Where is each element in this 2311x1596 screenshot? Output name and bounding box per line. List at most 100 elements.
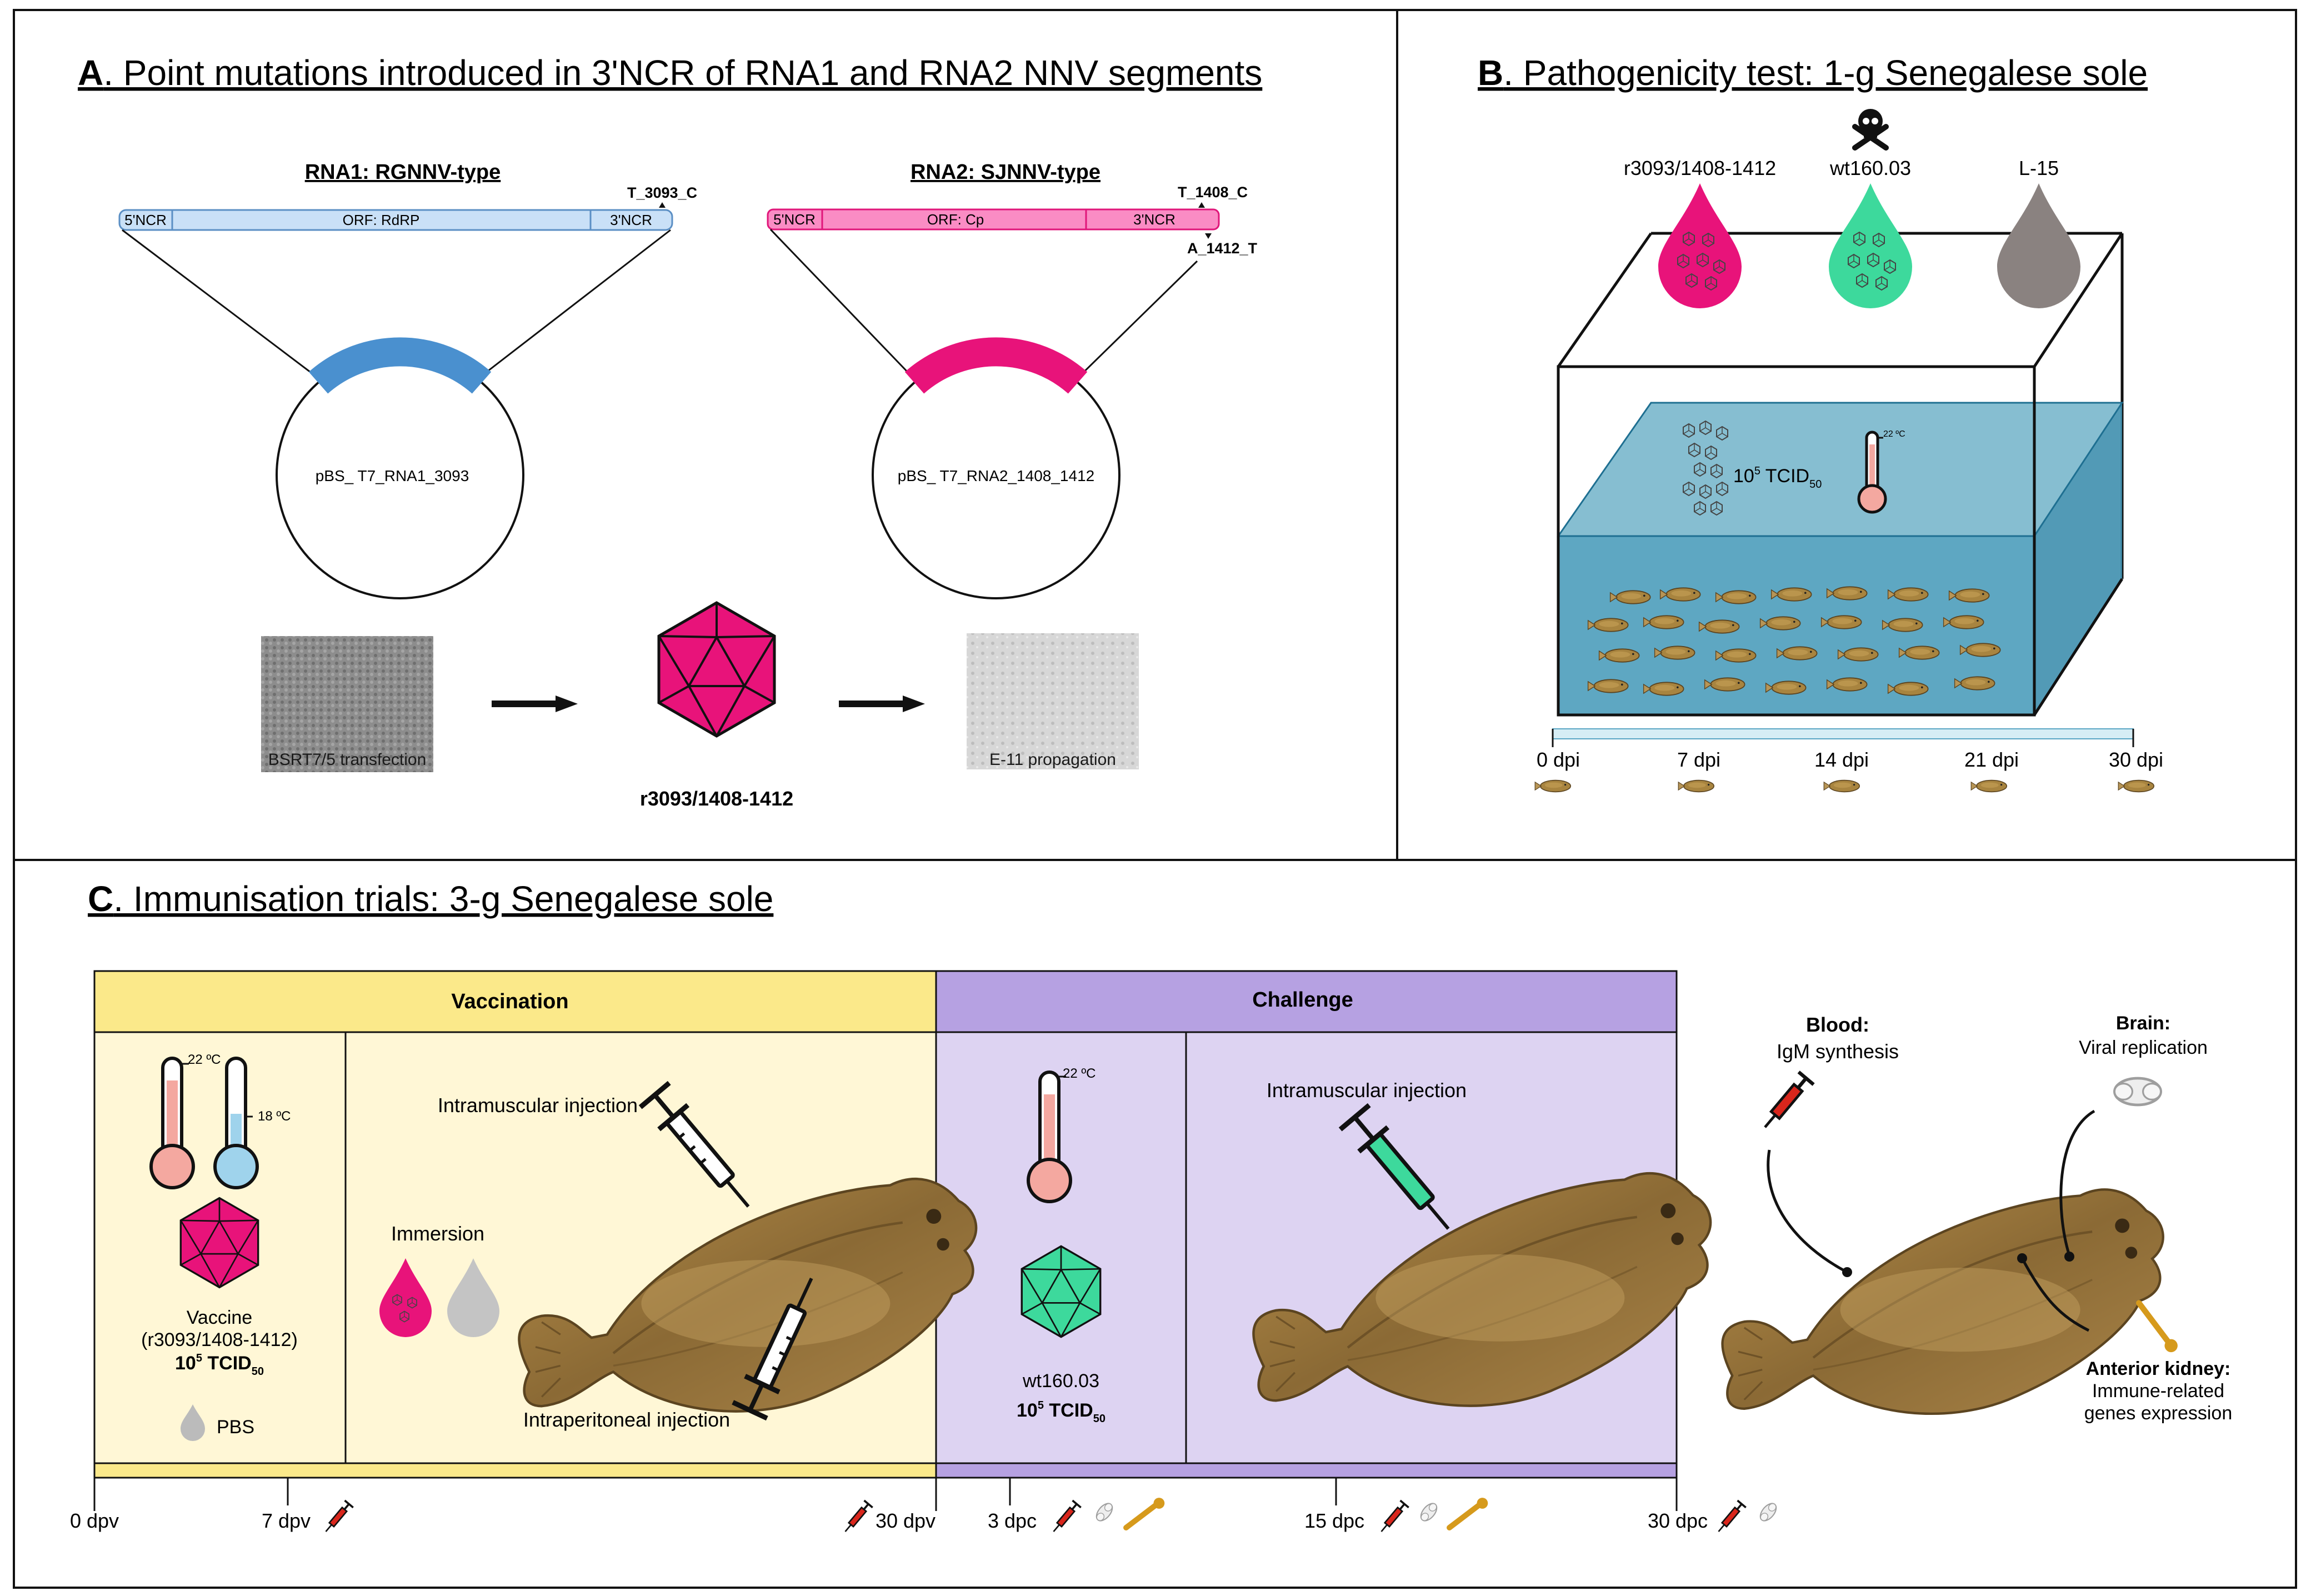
immersion-pbs-drop xyxy=(447,1258,499,1337)
tl-30-dpv: 30 dpv xyxy=(876,1509,936,1532)
kidney-pointer-line xyxy=(2020,1257,2090,1332)
rna2-mutation-top: T_1408_C xyxy=(1178,184,1248,201)
vaccination-title: Vaccination xyxy=(451,990,568,1013)
kidney-desc-1: Immune-related xyxy=(2092,1380,2224,1402)
blood-pointer-line xyxy=(1767,1149,1848,1274)
vacc-ip-label: Intraperitoneal injection xyxy=(523,1408,730,1431)
virus-label: r3093/1408-1412 xyxy=(640,787,793,810)
dpi-fish-14 xyxy=(1823,779,1860,793)
dpi-fish-30 xyxy=(2118,779,2154,793)
temp-22-label: 22 ºC xyxy=(188,1052,221,1067)
rna2-genome-bar xyxy=(767,208,1220,231)
vaccine-strain: (r3093/1408-1412) xyxy=(141,1329,298,1350)
rna2-5ncr: 5'NCR xyxy=(773,211,816,228)
tank-temp: 22 ºC xyxy=(1883,429,1905,439)
water-dose: 105 TCID50 xyxy=(1733,465,1822,491)
tl-syringe-3dpc xyxy=(1048,1499,1082,1537)
drop-label-2: wt160.03 xyxy=(1829,157,1911,179)
vacc-im-label: Intramuscular injection xyxy=(438,1094,638,1117)
rna1-3ncr: 3'NCR xyxy=(610,212,652,228)
drop-label-1: r3093/1408-1412 xyxy=(1624,157,1776,179)
dpi-14: 14 dpi xyxy=(1814,748,1869,771)
challenge-virus-label: wt160.03 xyxy=(1022,1370,1099,1392)
tl-0-dpv: 0 dpv xyxy=(70,1509,119,1532)
rna1-plasmid-label: pBS_ T7_RNA1_3093 xyxy=(316,467,469,484)
immersion-label: Immersion xyxy=(391,1222,484,1245)
rna1-5ncr: 5'NCR xyxy=(124,212,167,228)
dpi-fish-0 xyxy=(1534,779,1571,793)
brain-icon xyxy=(2114,1078,2160,1105)
challenge-dose: 105 TCID50 xyxy=(1017,1399,1106,1425)
drop-virus-green xyxy=(1829,183,1912,308)
blood-title: Blood: xyxy=(1806,1013,1869,1036)
tl-syringe-30dpc xyxy=(1713,1499,1747,1537)
tl-syringe-7dpv xyxy=(321,1499,354,1537)
dpi-fish-21 xyxy=(1970,779,2007,793)
vaccination-header xyxy=(93,970,937,1033)
rna1-zoom-line-left xyxy=(122,229,329,387)
panel-c-title: C. Immunisation trials: 3-g Senegalese s… xyxy=(88,879,773,919)
brain-title: Brain: xyxy=(2116,1013,2170,1034)
drop-control-grey xyxy=(1997,183,2080,308)
kidney-title: Anterior kidney: xyxy=(2086,1358,2231,1379)
challenge-title: Challenge xyxy=(1252,988,1353,1012)
water-surface xyxy=(1558,403,2122,536)
rna2-mutation-bottom-arrow xyxy=(1205,233,1212,239)
dpi-timeline-bar xyxy=(1552,728,2134,739)
pbs-label: PBS xyxy=(217,1417,254,1438)
rna1-zoom-line-right xyxy=(468,229,671,387)
tl-kidney-15dpc xyxy=(1449,1498,1488,1528)
challenge-temp-label: 22 ºC xyxy=(1063,1066,1096,1081)
tl-brain-3dpc xyxy=(1093,1500,1116,1524)
temp-18-label: 18 ºC xyxy=(258,1109,291,1124)
tl-3-dpc: 3 dpc xyxy=(988,1509,1037,1532)
vaccine-dose: 105 TCID50 xyxy=(175,1352,264,1378)
rna2-title: RNA2: SJNNV-type xyxy=(911,161,1101,184)
challenge-im-label: Intramuscular injection xyxy=(1267,1079,1467,1102)
thermometer-18 xyxy=(213,1057,259,1189)
challenge-header xyxy=(935,970,1678,1033)
rna2-mutation-top-arrow xyxy=(1198,202,1205,208)
panel-c: C. Immunisation trials: 3-g Senegalese s… xyxy=(70,879,2233,1537)
dpi-21: 21 dpi xyxy=(1964,748,2019,771)
thermometer-22 xyxy=(149,1057,195,1189)
panel-b-title: B. Pathogenicity test: 1-g Senegalese so… xyxy=(1478,53,2148,93)
rna1-mutation-arrow xyxy=(659,202,666,208)
immersion-vaccine-drop xyxy=(379,1258,432,1337)
tl-30-dpc: 30 dpc xyxy=(1648,1509,1708,1532)
challenge-syringe xyxy=(1338,1103,1450,1230)
dpi-7: 7 dpi xyxy=(1677,748,1720,771)
tl-kidney-3dpc xyxy=(1126,1498,1164,1528)
rna2-zoom-line-right xyxy=(1068,260,1198,387)
dpi-fish-7 xyxy=(1678,779,1714,793)
skull-icon xyxy=(1852,109,1889,151)
rna1-mutation-label: T_3093_C xyxy=(627,184,697,201)
tl-syringe-30dpv xyxy=(840,1499,874,1537)
water-side xyxy=(2034,403,2122,715)
rna2-plasmid-label: pBS_ T7_RNA2_1408_1412 xyxy=(898,467,1094,484)
dpi-0: 0 dpi xyxy=(1537,748,1580,771)
kidney-icon xyxy=(2136,1300,2178,1353)
rna2-orf: ORF: Cp xyxy=(927,211,984,228)
rna1-insert xyxy=(308,337,492,394)
rna1-orf: ORF: RdRP xyxy=(343,212,420,228)
tl-brain-30dpc xyxy=(1757,1500,1780,1524)
rna2-mutation-bottom: A_1412_T xyxy=(1187,240,1258,257)
kidney-desc-2: genes expression xyxy=(2084,1403,2233,1424)
brain-pointer-line xyxy=(2059,1109,2095,1256)
drop-label-3: L-15 xyxy=(2019,157,2059,179)
dpv-dpc-ticks xyxy=(93,1478,1678,1511)
rna2-insert xyxy=(904,337,1088,394)
challenge-thermometer xyxy=(1027,1070,1072,1203)
rna2-zoom-line-left xyxy=(769,228,922,387)
tank-thermometer xyxy=(1857,431,1887,514)
vaccine-label: Vaccine xyxy=(187,1307,252,1328)
blood-desc: IgM synthesis xyxy=(1777,1040,1899,1063)
tl-syringe-15dpc xyxy=(1376,1499,1410,1537)
pbs-drop xyxy=(181,1404,205,1441)
tl-brain-15dpc xyxy=(1417,1500,1440,1524)
bsrt-label: BSRT7/5 transfection xyxy=(268,751,427,769)
drop-virus-magenta xyxy=(1658,183,1742,308)
tl-7-dpv: 7 dpv xyxy=(262,1509,311,1532)
